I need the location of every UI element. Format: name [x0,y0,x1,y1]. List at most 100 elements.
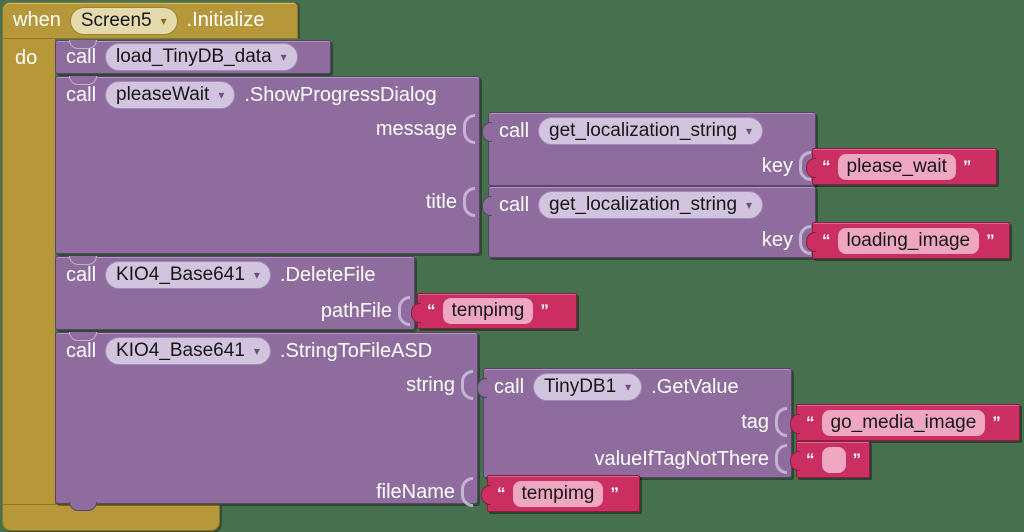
call-block-get-localization-string-message[interactable]: call get_localization_string ▾ key [482,112,816,186]
block-plug [411,303,421,323]
text-value-empty[interactable] [821,446,846,473]
call-block-tinydb1-getvalue[interactable]: call TinyDB1 ▾ .GetValue tag valueIfTagN… [477,368,792,478]
param-row-message: message [376,114,477,144]
value-socket [463,187,475,217]
text-block-row: “ tempimg ” [488,476,639,511]
block-plug [806,232,816,252]
do-label: do [15,47,38,69]
text-block-loading-image[interactable]: “ loading_image ” [806,222,1010,259]
text-block-tempimg-pathfile[interactable]: “ tempimg ” [411,293,577,329]
value-socket [461,477,473,507]
call-block-pleasewait-showprogressdialog[interactable]: call pleaseWait ▾ .ShowProgressDialog me… [55,76,480,254]
event-header-row: when Screen5 ▾ .Initialize [3,3,297,38]
text-value-loading-image[interactable]: loading_image [837,227,980,254]
event-block-foot[interactable] [2,504,220,531]
dropdown-icon: ▾ [218,88,225,102]
component-dropdown-pleasewait[interactable]: pleaseWait ▾ [105,81,236,109]
call-keyword: call [499,119,530,142]
param-row-filename: fileName [376,477,475,507]
call-block-kio4-deletefile[interactable]: call KIO4_Base641 ▾ .DeleteFile pathFile [55,256,415,330]
method-name: .ShowProgressDialog [244,83,437,106]
value-socket [799,151,811,181]
text-block-tempimg-filename[interactable]: “ tempimg ” [481,475,640,512]
event-name: .Initialize [186,9,265,31]
method-name: .GetValue [651,375,739,398]
block-plug [482,196,492,216]
component-dropdown-kio4-base641[interactable]: KIO4_Base641 ▾ [105,261,271,289]
call-header-row: call get_localization_string ▾ [489,113,815,149]
call-keyword: call [66,83,97,106]
param-label-filename: fileName [376,480,455,503]
call-header-row: call load_TinyDB_data ▾ [56,41,330,73]
open-quote: “ [806,412,815,432]
open-quote: “ [822,230,831,250]
text-value-tempimg[interactable]: tempimg [442,298,534,324]
dropdown-icon: ▾ [746,198,753,212]
method-name: .DeleteFile [279,263,376,286]
call-keyword: call [66,339,97,362]
param-row-title: title [426,187,477,217]
dropdown-icon: ▾ [253,268,260,282]
text-block-please-wait[interactable]: “ please_wait ” [806,148,997,185]
text-block-go-media-image[interactable]: “ go_media_image ” [790,404,1020,441]
component-dropdown-kio4-base641[interactable]: KIO4_Base641 ▾ [105,337,271,365]
open-quote: “ [497,483,506,503]
call-keyword: call [66,263,97,286]
param-label-valueiftagnotthere: valueIfTagNotThere [594,447,769,470]
text-block-row: “ ” [797,442,869,477]
block-plug [790,451,800,471]
param-label-key: key [761,228,793,251]
when-keyword: when [13,9,61,31]
block-plug [482,122,492,142]
close-quote: ” [852,449,862,469]
param-row-string: string [406,370,475,400]
text-block-empty-string[interactable]: “ ” [790,441,870,478]
value-socket [775,444,787,474]
open-quote: “ [806,449,815,469]
event-block-header[interactable]: when Screen5 ▾ .Initialize [2,2,298,39]
call-block-load-tinydb-data[interactable]: call load_TinyDB_data ▾ [55,40,331,74]
call-header-row: call KIO4_Base641 ▾ .StringToFileASD [56,333,477,369]
param-label-tag: tag [741,410,769,433]
close-quote: ” [962,156,972,176]
param-row-tag: tag [741,407,789,437]
open-quote: “ [427,301,436,320]
text-value-go-media-image[interactable]: go_media_image [821,409,986,436]
text-block-row: “ go_media_image ” [797,405,1019,440]
param-label-string: string [406,373,455,396]
open-quote: “ [822,156,831,176]
call-block-kio4-stringtofileasd[interactable]: call KIO4_Base641 ▾ .StringToFileASD str… [55,332,478,511]
method-name: .StringToFileASD [279,339,433,362]
component-dropdown-screen5[interactable]: Screen5 ▾ [69,6,178,35]
param-row-key: key [762,225,813,255]
event-block-do-spine[interactable]: do [2,38,55,505]
call-keyword: call [499,193,530,216]
block-plug [477,378,487,398]
param-label-message: message [375,117,457,140]
dropdown-icon: ▾ [280,50,287,64]
param-row-valueiftagnotthere: valueIfTagNotThere [594,444,789,474]
block-plug [481,485,491,505]
call-header-row: call pleaseWait ▾ .ShowProgressDialog [56,77,479,113]
param-label-pathfile: pathFile [320,299,392,322]
param-row-pathfile: pathFile [321,296,412,326]
procedure-dropdown-get-localization-string[interactable]: get_localization_string ▾ [538,117,764,145]
call-header-row: call KIO4_Base641 ▾ .DeleteFile [56,257,414,293]
procedure-dropdown-get-localization-string[interactable]: get_localization_string ▾ [538,191,764,219]
procedure-dropdown-load-tinydb-data[interactable]: load_TinyDB_data ▾ [105,43,298,71]
param-label-title: title [425,190,457,213]
text-value-tempimg-filename[interactable]: tempimg [512,480,604,507]
dropdown-value: pleaseWait [116,84,210,105]
call-block-get-localization-string-title[interactable]: call get_localization_string ▾ key [482,186,816,258]
dropdown-value: KIO4_Base641 [116,340,245,361]
value-socket [799,225,811,255]
dropdown-icon: ▾ [625,380,632,394]
dropdown-value: get_localization_string [549,194,738,215]
text-value-please-wait[interactable]: please_wait [837,153,956,180]
close-quote: ” [540,301,549,320]
block-plug [790,414,800,434]
component-dropdown-tinydb1[interactable]: TinyDB1 ▾ [533,373,643,401]
call-header-row: call get_localization_string ▾ [489,187,815,223]
value-socket [461,370,473,400]
